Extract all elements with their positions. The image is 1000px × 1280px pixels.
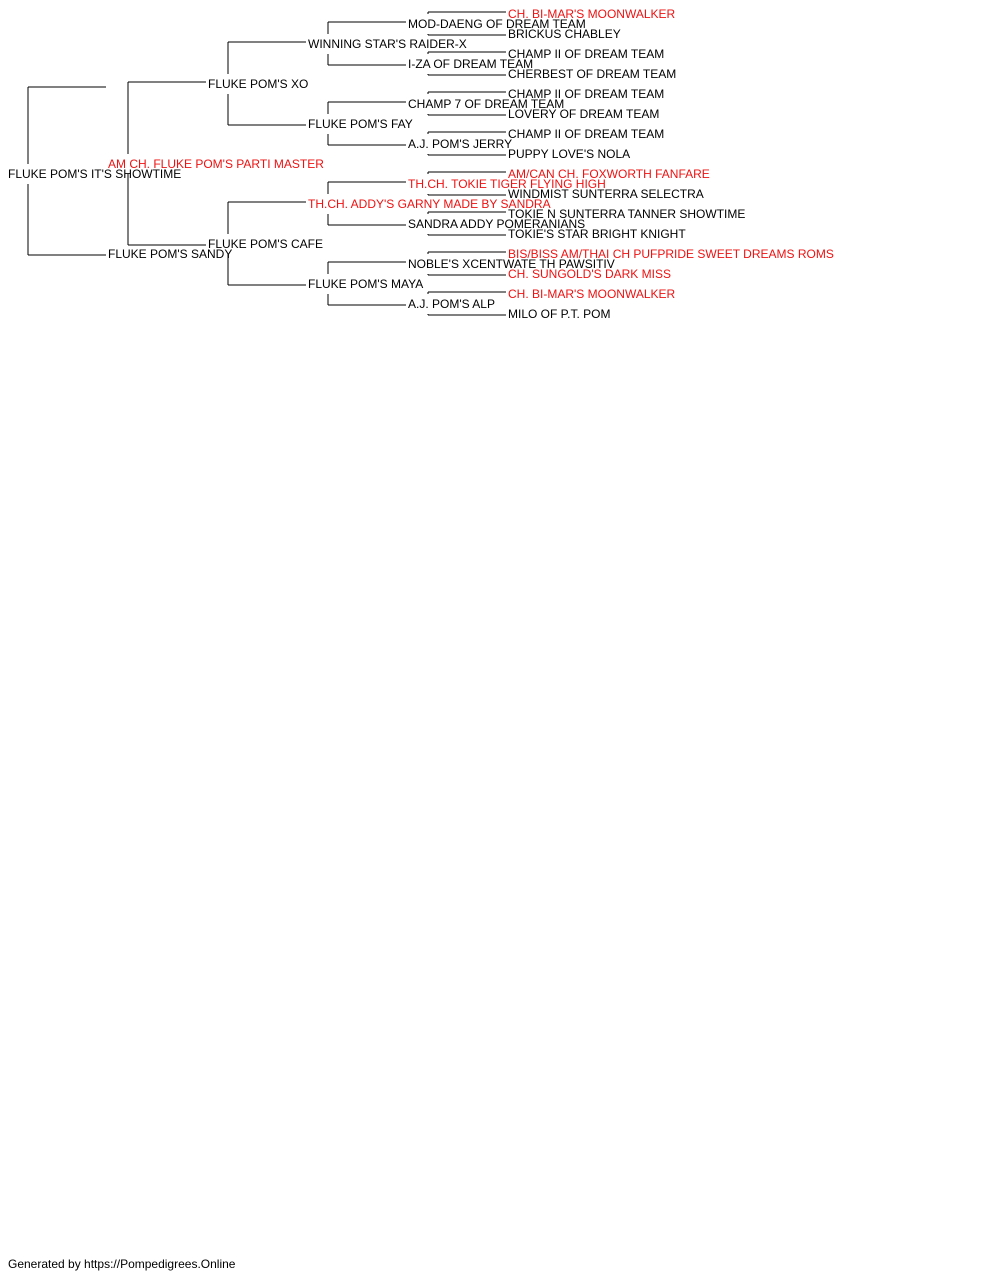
dog-name: BRICKUS CHABLEY	[508, 27, 621, 41]
dog-name: A.J. POM'S ALP	[408, 297, 495, 311]
dog-name: FLUKE POM'S CAFE	[208, 237, 323, 251]
dog-name: CHAMP II OF DREAM TEAM	[508, 127, 664, 141]
dog-name: AM CH. FLUKE POM'S PARTI MASTER	[108, 157, 324, 171]
dog-name: CHAMP 7 OF DREAM TEAM	[408, 97, 564, 111]
dog-name: PUPPY LOVE'S NOLA	[508, 147, 630, 161]
dog-name: TH.CH. TOKIE TIGER FLYING HIGH	[408, 177, 606, 191]
dog-name: FLUKE POM'S FAY	[308, 117, 413, 131]
dog-name: BIS/BISS AM/THAI CH PUFPRIDE SWEET DREAM…	[508, 247, 834, 261]
dog-name: LOVERY OF DREAM TEAM	[508, 107, 659, 121]
dog-name: FLUKE POM'S SANDY	[108, 247, 232, 261]
dog-name: A.J. POM'S JERRY	[408, 137, 512, 151]
dog-name: WINNING STAR'S RAIDER-X	[308, 37, 467, 51]
dog-name: SANDRA ADDY POMERANIANS	[408, 217, 585, 231]
dog-name: NOBLE'S XCENTWATE TH PAWSITIV	[408, 257, 615, 271]
dog-name: CHAMP II OF DREAM TEAM	[508, 87, 664, 101]
dog-name: WINDMIST SUNTERRA SELECTRA	[508, 187, 704, 201]
dog-name: AM/CAN CH. FOXWORTH FANFARE	[508, 167, 710, 181]
dog-name: I-ZA OF DREAM TEAM	[408, 57, 533, 71]
dog-name: CH. BI-MAR'S MOONWALKER	[508, 7, 676, 21]
dog-name: MOD-DAENG OF DREAM TEAM	[408, 17, 586, 31]
dog-name: CH. BI-MAR'S MOONWALKER	[508, 287, 676, 301]
dog-name: FLUKE POM'S MAYA	[308, 277, 423, 291]
dog-name: TH.CH. ADDY'S GARNY MADE BY SANDRA	[308, 197, 551, 211]
dog-name: TOKIE'S STAR BRIGHT KNIGHT	[508, 227, 686, 241]
dog-name: CH. SUNGOLD'S DARK MISS	[508, 267, 671, 281]
dog-name: CHERBEST OF DREAM TEAM	[508, 67, 676, 81]
dog-name: TOKIE N SUNTERRA TANNER SHOWTIME	[508, 207, 745, 221]
dog-name: FLUKE POM'S IT'S SHOWTIME	[8, 167, 181, 181]
dog-name: FLUKE POM'S XO	[208, 77, 308, 91]
dog-name: CHAMP II OF DREAM TEAM	[508, 47, 664, 61]
footer-credit: Generated by https://Pompedigrees.Online	[8, 1257, 236, 1271]
dog-name: MILO OF P.T. POM	[508, 307, 610, 321]
